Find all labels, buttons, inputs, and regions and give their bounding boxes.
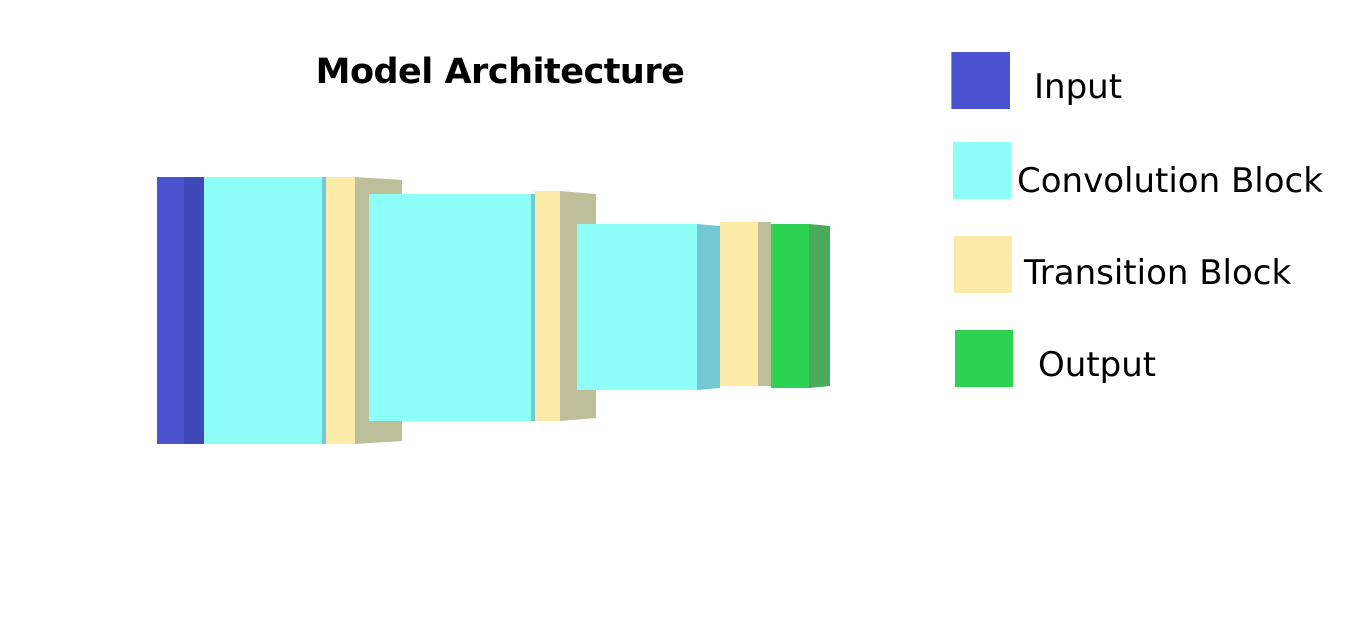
output-layer — [771, 224, 809, 388]
convolution-block-2-side — [531, 194, 535, 421]
input-layer — [157, 177, 184, 444]
convolution-block-1 — [204, 177, 322, 444]
legend-swatch-convolution-block — [953, 142, 1011, 199]
legend-label-transition-block: Transition Block — [1024, 253, 1292, 293]
diagram-title: Model Architecture — [315, 52, 685, 92]
output-layer-side — [809, 224, 830, 388]
transition-block-3-side — [758, 222, 771, 386]
convolution-block-3-side — [697, 224, 720, 390]
convolution-block-3 — [577, 224, 697, 390]
transition-block-3 — [720, 222, 758, 386]
legend-label-convolution-block: Convolution Block — [1017, 161, 1323, 201]
transition-block-2 — [535, 191, 560, 421]
legend-swatch-transition-block — [954, 236, 1012, 293]
convolution-block-1-side — [322, 177, 326, 444]
architecture-diagram — [157, 177, 900, 444]
transition-block-1 — [326, 177, 355, 444]
legend-label-output: Output — [1038, 345, 1157, 385]
legend-label-input: Input — [1034, 67, 1123, 107]
legend-swatch-input — [951, 52, 1010, 109]
legend-swatch-output — [955, 330, 1013, 387]
convolution-block-2 — [369, 194, 531, 421]
input-layer-side — [184, 177, 204, 444]
